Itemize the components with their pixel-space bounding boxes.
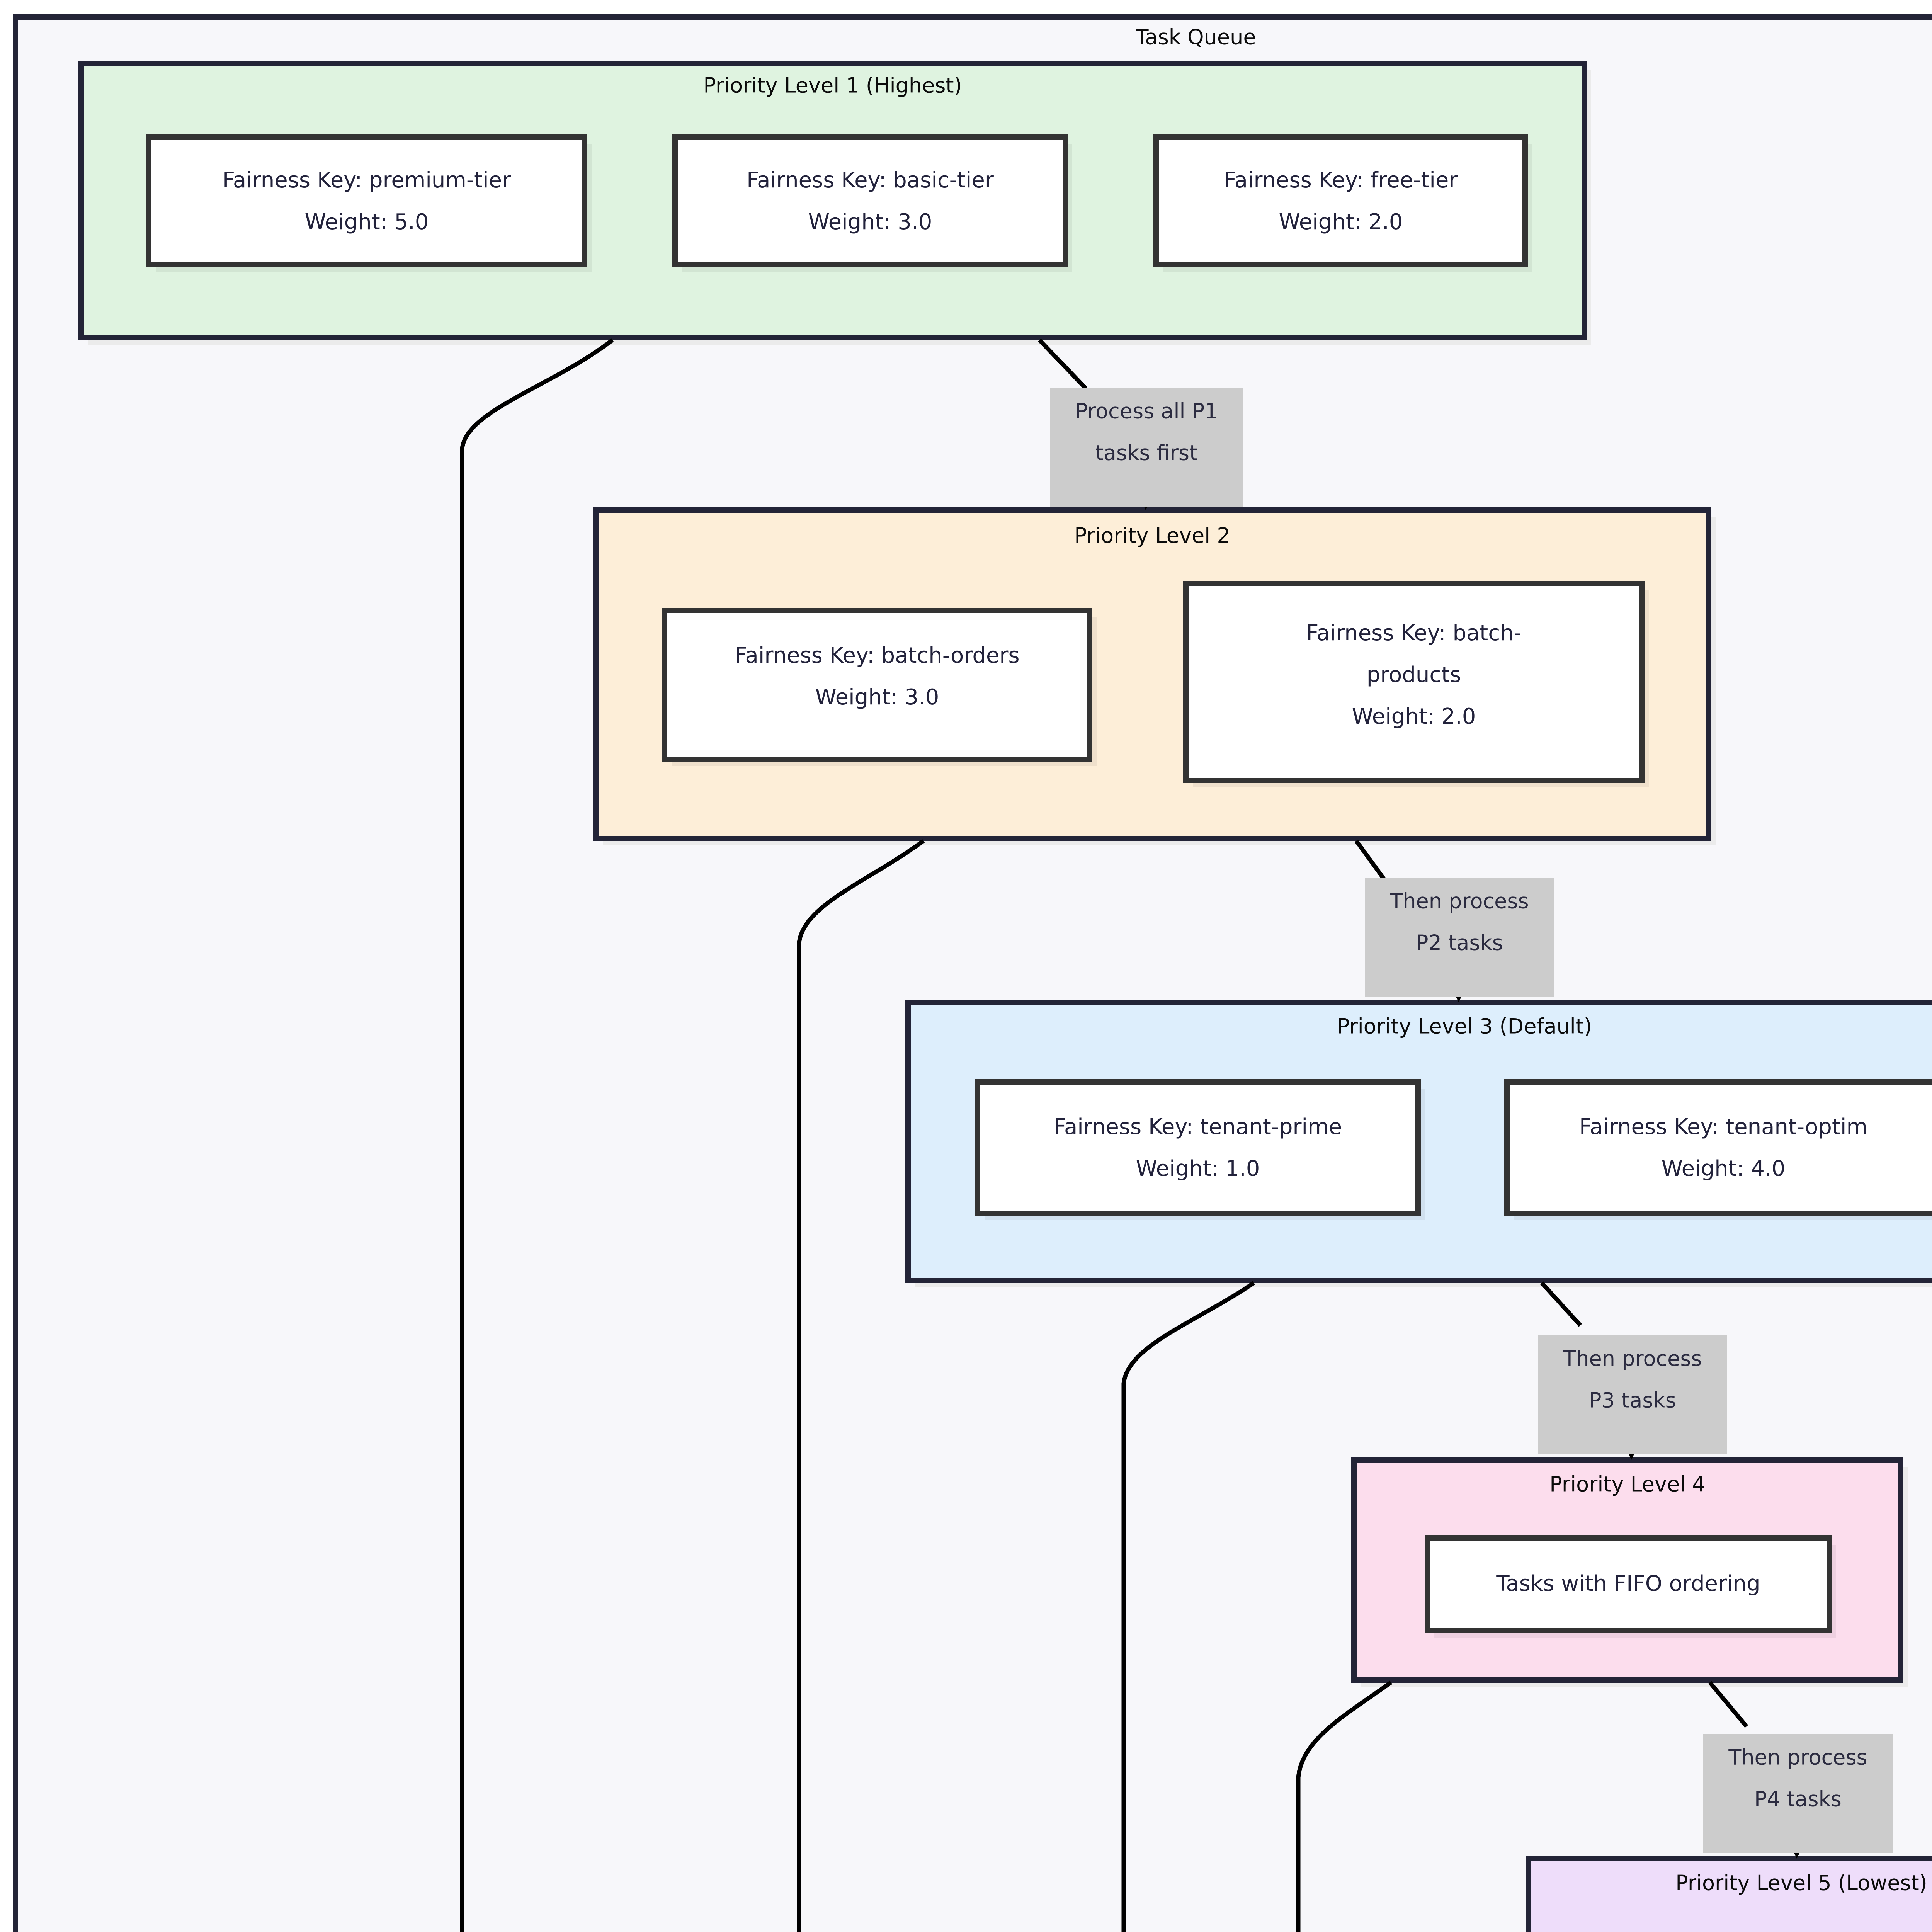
edge-p4-to-p5-upper: [1708, 1681, 1748, 1728]
p1a-line-2: Weight: 5.0: [305, 209, 429, 235]
p2a-line-2: Weight: 3.0: [815, 685, 939, 710]
fairness-key-batch-products-node[interactable]: [1183, 581, 1645, 783]
p3b-line-2: Weight: 4.0: [1662, 1156, 1786, 1181]
fairness-key-free-tier-node[interactable]: [1153, 134, 1528, 267]
priority-level-3-title: Priority Level 3 (Default): [1337, 1014, 1592, 1039]
edge-label-3-bg: [1538, 1335, 1727, 1454]
p1a-line-1: Fairness Key: premium-tier: [223, 168, 511, 193]
edge-label-2-bg: [1365, 878, 1554, 997]
p1c-line-1: Fairness Key: free-tier: [1224, 168, 1458, 193]
edge-label-3-line-1: Then process: [1563, 1347, 1702, 1371]
fairness-key-batch-orders-node[interactable]: [662, 608, 1092, 762]
p1b-line-1: Fairness Key: basic-tier: [747, 168, 994, 193]
p2b-line-1: Fairness Key: batch-: [1306, 621, 1522, 646]
edge-p4-to-workers: [1296, 1680, 1393, 1932]
fairness-key-basic-tier-node[interactable]: [672, 134, 1068, 267]
edge-label-2-line-1: Then process: [1389, 889, 1529, 913]
p1b-line-2: Weight: 3.0: [808, 209, 932, 235]
priority-level-2-title: Priority Level 2: [1074, 524, 1230, 548]
p2b-line-2: products: [1367, 662, 1461, 687]
edge-label-4-bg: [1703, 1734, 1893, 1853]
page-title: Task Queue: [1135, 25, 1256, 49]
p1c-line-2: Weight: 2.0: [1279, 209, 1403, 235]
edge-label-2-line-2: P2 tasks: [1416, 931, 1503, 955]
p2b-line-3: Weight: 2.0: [1352, 704, 1476, 729]
priority-level-5-cluster[interactable]: [1526, 1856, 1932, 1932]
fairness-key-tenant-optim-node[interactable]: [1504, 1079, 1932, 1216]
p3a-line-1: Fairness Key: tenant-prime: [1054, 1114, 1342, 1139]
edge-label-1-line-1: Process all P1: [1075, 399, 1218, 423]
priority-level-1-title: Priority Level 1 (Highest): [703, 73, 962, 98]
edge-label-1-bg: [1050, 388, 1243, 507]
edge-label-4-line-2: P4 tasks: [1754, 1787, 1842, 1811]
edge-p3-to-p4-upper: [1540, 1281, 1582, 1327]
edge-label-1-line-2: tasks first: [1095, 441, 1198, 465]
priority-level-4-title: Priority Level 4: [1549, 1472, 1705, 1497]
edge-p1-to-workers: [460, 338, 614, 1932]
p3a-line-2: Weight: 1.0: [1136, 1156, 1260, 1181]
edge-p2-to-workers: [797, 839, 925, 1932]
fairness-key-tenant-prime-node[interactable]: [975, 1079, 1421, 1216]
edge-p3-to-workers: [1121, 1281, 1255, 1932]
p4-fifo-tasks-node[interactable]: [1425, 1535, 1832, 1633]
edge-label-3-line-2: P3 tasks: [1589, 1388, 1676, 1413]
p4a-line-1: Tasks with FIFO ordering: [1496, 1571, 1760, 1596]
fairness-key-premium-tier-node[interactable]: [146, 134, 587, 267]
p3b-line-1: Fairness Key: tenant-optim: [1579, 1114, 1867, 1139]
edge-p1-to-p2-upper: [1038, 338, 1087, 390]
priority-level-5-title: Priority Level 5 (Lowest): [1675, 1871, 1927, 1895]
edge-label-4-line-1: Then process: [1728, 1745, 1867, 1770]
p2a-line-1: Fairness Key: batch-orders: [735, 643, 1019, 668]
